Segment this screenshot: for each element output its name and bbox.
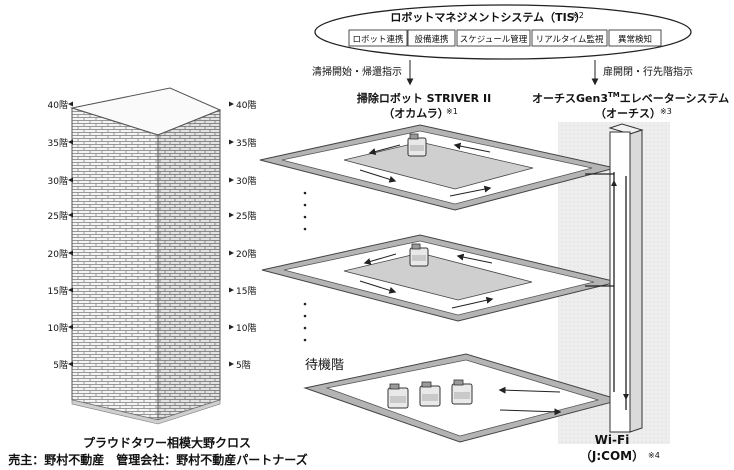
building-companies: 売主：野村不動産 管理会社：野村不動産パートナーズ <box>8 452 307 467</box>
flow-label-right: 扉開閉・行先階指示 <box>603 65 693 78</box>
cleaning-robot-icon <box>419 381 441 407</box>
wifi-provider: （J:COM） <box>580 448 644 463</box>
floor-label-right: 25階 <box>236 211 256 222</box>
floor-label-right: 15階 <box>236 286 256 297</box>
module-anomaly: 異常検知 <box>618 34 652 45</box>
floor-label-right: 35階 <box>236 138 256 149</box>
elevator-route <box>585 172 627 410</box>
wifi-note: ※4 <box>648 451 660 460</box>
floor-label-left: 30階 <box>48 176 68 187</box>
module-schedule: スケジュール管理 <box>460 34 528 45</box>
cleaning-robot-icon <box>387 383 409 409</box>
floor-plate-upper <box>259 124 616 211</box>
floor-labels-left: 40階 35階 30階 25階 20階 15階 10階 5階 <box>48 100 68 371</box>
floor-label-right: 5階 <box>236 360 251 371</box>
robot-name: 掃除ロボット STRIVER II <box>357 91 491 105</box>
flow-label-left: 清掃開始・帰還指示 <box>312 65 402 78</box>
module-box <box>348 29 408 47</box>
floor-plate-middle <box>261 234 618 322</box>
building-name: プラウドタワー相模大野クロス <box>83 435 251 450</box>
elevator-name-rest: エレベーターシステム <box>620 92 729 105</box>
cleaning-robot-icon <box>451 379 473 405</box>
module-box <box>531 29 608 47</box>
floor-label-right: 30階 <box>236 176 256 187</box>
tower-building <box>70 87 222 425</box>
floor-label-left: 15階 <box>48 286 68 297</box>
omitted-floors-dots <box>303 191 307 342</box>
route-arrowheads <box>611 180 629 400</box>
elevator-maker: （オーチス） <box>595 107 661 120</box>
floor-label-left: 10階 <box>48 323 68 334</box>
module-robot-link: ロボット連携 <box>352 34 403 45</box>
elevator-note: ※3 <box>660 107 672 116</box>
floor-label-left: 25階 <box>48 211 68 222</box>
management-system: ロボットマネジメントシステム（TIS） ※2 ロボット連携 設備連携 スケジュー… <box>314 4 692 60</box>
floor-label-right: 10階 <box>236 323 256 334</box>
floor-label-left: 35階 <box>48 138 68 149</box>
cleaning-robot-icon <box>409 243 429 267</box>
robot-note: ※1 <box>446 107 458 116</box>
floor-label-right: 40階 <box>236 100 256 111</box>
management-note: ※2 <box>572 11 584 20</box>
module-facility-link: 設備連携 <box>414 34 448 45</box>
elevator-name-main: オーチスGen3 <box>532 92 608 105</box>
module-box <box>456 29 531 47</box>
module-box <box>608 29 662 47</box>
flow-arrows: 清掃開始・帰還指示 扉開閉・行先階指示 <box>312 60 693 86</box>
floor-label-left: 40階 <box>48 100 68 111</box>
robot-maker: （オカムラ） <box>383 107 448 120</box>
module-monitoring: リアルタイム監視 <box>536 34 604 45</box>
floor-label-left: 20階 <box>48 249 68 260</box>
wifi-label: Wi-Fi <box>595 433 630 447</box>
cleaning-robot-icon <box>407 133 427 157</box>
management-title: ロボットマネジメントシステム（TIS） <box>390 10 585 24</box>
elevator-shaft <box>608 123 644 433</box>
elevator-name: オーチスGen3TMエレベーターシステム <box>532 91 729 105</box>
floor-label-left: 5階 <box>53 360 68 371</box>
floor-pointer-arrows <box>68 101 234 367</box>
module-box <box>407 29 456 47</box>
floor-label-right: 20階 <box>236 249 256 260</box>
standby-floor-label: 待機階 <box>305 358 344 373</box>
floor-labels-right: 40階 35階 30階 25階 20階 15階 10階 5階 <box>236 100 256 371</box>
standby-robots <box>387 379 473 409</box>
elevator-tm: TM <box>608 91 620 99</box>
